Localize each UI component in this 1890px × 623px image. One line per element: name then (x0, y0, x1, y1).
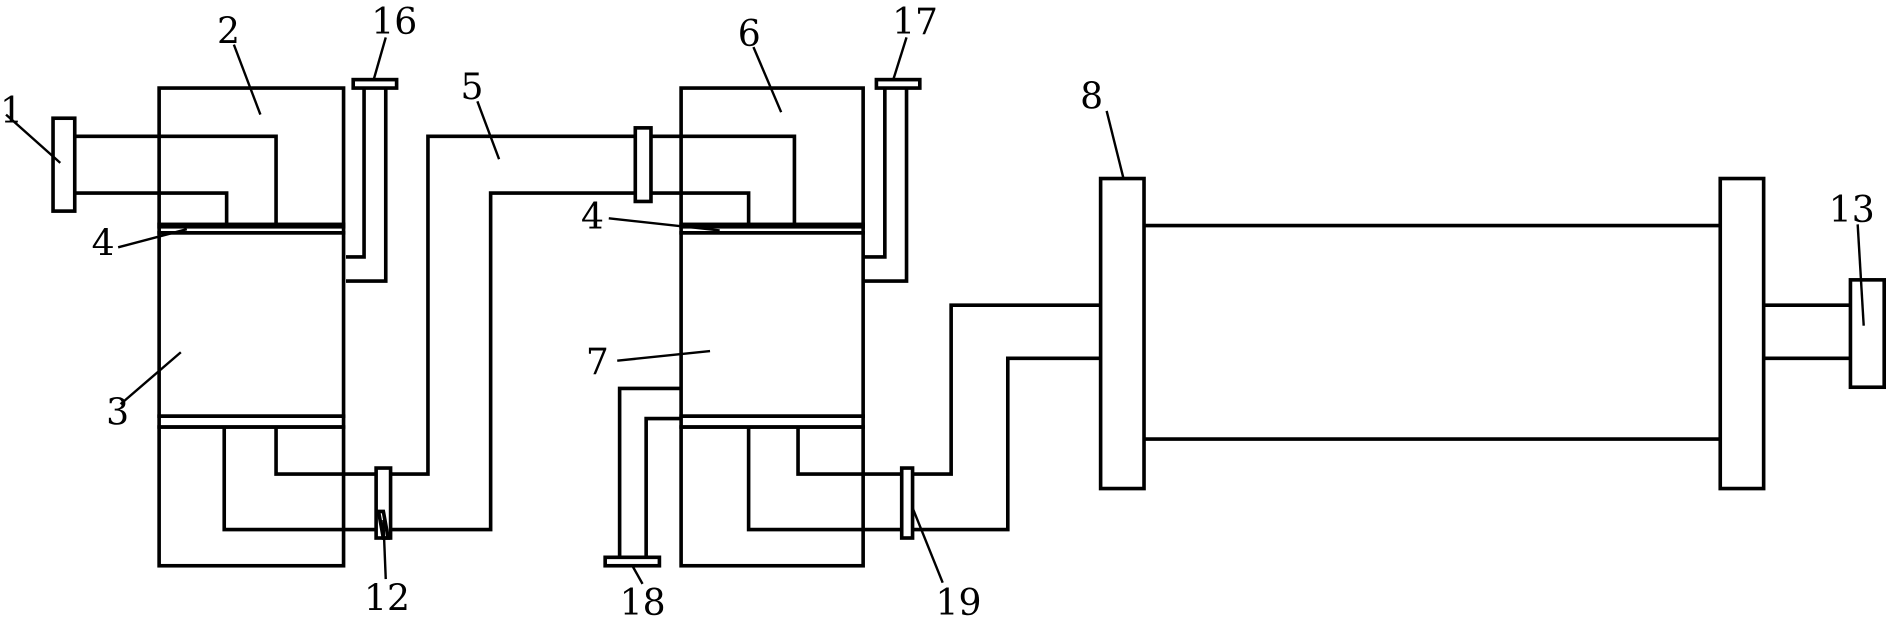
inlet-flange-1 (51, 116, 77, 213)
vessel-flange-right (1718, 176, 1766, 491)
leader-12 (382, 519, 387, 580)
vent-pipe-17 (864, 88, 909, 283)
lower-chamber-right (679, 425, 865, 568)
label-5: 5 (461, 65, 484, 108)
label-3: 3 (106, 391, 129, 434)
label-7: 7 (586, 340, 609, 383)
valve-12-handle (376, 509, 391, 540)
leader-18 (630, 563, 644, 585)
leader-8 (1105, 110, 1125, 179)
inlet-pipe (74, 134, 278, 225)
lower-outlet-pipe-right (746, 427, 902, 532)
label-4-left: 4 (92, 222, 115, 265)
upper-chamber-6 (679, 86, 865, 229)
first-tank-assembly (51, 77, 399, 568)
label-19: 19 (935, 581, 981, 623)
leader-2 (232, 44, 262, 116)
leader-19 (911, 507, 944, 584)
outlet-pipe (1763, 303, 1851, 361)
leader-4-left (117, 228, 188, 249)
main-tank-3 (157, 231, 346, 418)
label-4-right: 4 (581, 195, 604, 238)
leader-16 (372, 37, 387, 80)
connecting-pipe-inner (390, 191, 636, 532)
vessel-body (1144, 223, 1721, 441)
vent-cap-17 (874, 77, 922, 90)
leader-17 (892, 37, 908, 80)
leader-4-right (608, 217, 720, 232)
label-16: 16 (371, 0, 417, 43)
label-13: 13 (1829, 188, 1875, 231)
label-1: 1 (0, 89, 23, 132)
leader-lines (5, 37, 1865, 585)
leader-5 (476, 100, 501, 160)
leader-6 (752, 46, 783, 113)
main-tank-7 (679, 231, 865, 418)
vessel-flange-8 (1098, 176, 1146, 491)
label-8: 8 (1080, 75, 1103, 118)
leader-3 (119, 351, 182, 406)
outlet-flange-13 (1848, 278, 1887, 390)
connecting-pipe-5 (374, 126, 653, 540)
vent-cap-16 (351, 77, 399, 90)
connecting-pipe-outer (390, 134, 636, 476)
leader-7 (617, 349, 711, 362)
label-2: 2 (217, 9, 240, 52)
drain-pipe-18 (617, 386, 682, 558)
lower-chamber-left (157, 425, 346, 568)
upper-inner-pipe-right (650, 134, 797, 225)
label-18: 18 (620, 581, 666, 623)
label-6: 6 (738, 12, 761, 55)
pipe-joint-flange (633, 126, 653, 204)
second-tank-assembly (603, 77, 922, 568)
upper-chamber-2 (157, 86, 346, 229)
leader-1 (5, 113, 62, 164)
leader-13 (1856, 224, 1865, 326)
label-12: 12 (364, 576, 410, 619)
label-17: 17 (892, 0, 938, 43)
horizontal-vessel (1098, 176, 1887, 491)
vent-pipe-16 (345, 88, 388, 283)
lower-return-pipe-left (222, 427, 377, 532)
feed-pipe-to-vessel (912, 303, 1101, 532)
valve-19 (899, 466, 915, 540)
